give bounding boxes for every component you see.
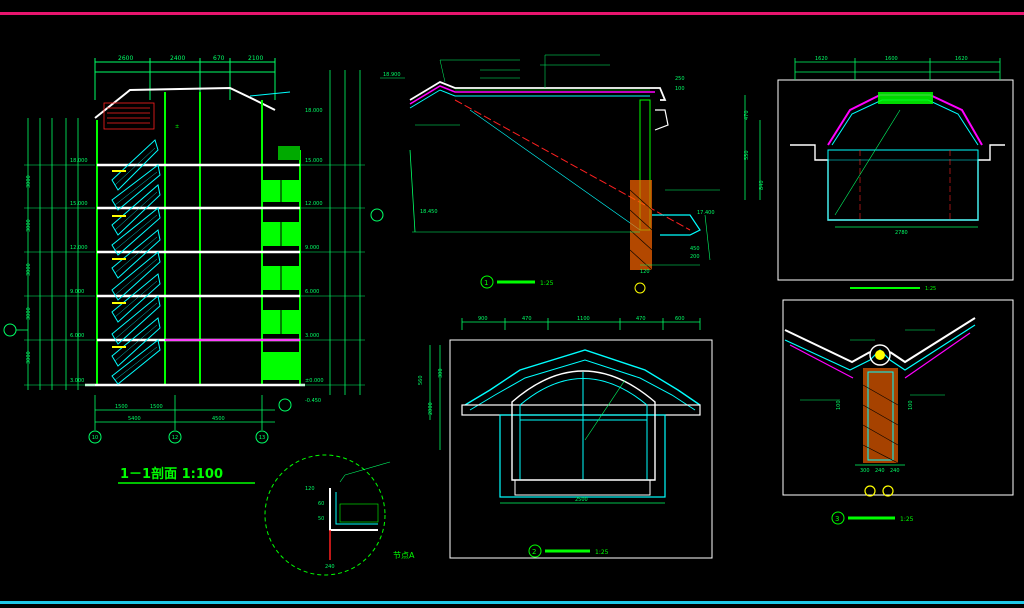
section-stair-flights [111,139,161,385]
detail-2-bottom-dim: 2500 [575,497,588,503]
detail-2-scale: 1:25 [595,549,609,556]
node-a-dim-1: 120 [305,486,315,492]
detail-2-top-dim-2: 470 [522,316,532,322]
tr-bottom-dim: 2780 [895,230,908,236]
tr-top-dim-2: 1600 [885,56,898,62]
section-title: 1－1剖面 1:100 [120,466,223,482]
detail-2-side-dim-2: 300 [438,368,444,378]
detail-2-caption-bubble [528,544,542,558]
detail-2-side-dim-3: 560 [418,375,424,385]
section-top-dim-2: 2400 [170,55,185,62]
section-bottom-dim-3: 5400 [128,416,141,422]
left-level-1: 18.000 [70,158,88,164]
detail-top-right-section: 1620 1600 1620 2780 470 550 840 [744,56,1014,292]
detail-1-dim-5: 120 [640,269,650,275]
axis-bubble-2: 12 [172,435,178,441]
detail-2-caption-num: 2 [532,548,536,556]
section-left-dimensions [27,118,79,390]
tr-side-dim-2: 550 [744,150,750,160]
detail-2-top-dim-5: 600 [675,316,685,322]
left-level-4: 9.000 [70,289,84,295]
left-side-dim-1: 3000 [26,175,32,188]
right-level-3: 12.000 [305,201,323,207]
section-right-dimensions [329,70,361,395]
right-level-1: 18.000 [305,108,323,114]
left-level-2: 15.000 [70,201,88,207]
right-axis-bubble [370,208,384,222]
frame-bottom-line [0,601,1024,604]
right-level-8: -0.450 [305,398,321,404]
right-level-5: 6.000 [305,289,319,295]
node-a-label: 节点A [393,551,415,560]
detail-3-dim-3: 100 [836,400,842,410]
tr-top-dim-1: 1620 [815,56,828,62]
detail-3-dim-1: 300 [860,468,870,474]
detail-3-ridge: 300 240 100 100 240 3 1:25 [782,299,1014,525]
right-level-7: ±0.000 [305,378,324,384]
svg-text:±: ± [175,124,179,130]
roof-red-note [103,102,155,130]
detail-1-dim-3: 450 [690,246,700,252]
left-axis-bubble [3,323,17,337]
left-side-dim-4: 3000 [26,307,32,320]
axis-bubble-3: 13 [259,435,265,441]
detail-1-scale: 1:25 [540,280,554,287]
detail-1-level-1: 18.900 [383,72,401,78]
detail-2-top-dim-1: 900 [478,316,488,322]
detail-1-level-2: 18.450 [420,209,438,215]
detail-node-a: 120 60 50 240 节点A [264,454,415,576]
left-level-3: 12.000 [70,245,88,251]
node-a-circle [264,454,386,576]
detail-1-dim-2: 100 [675,86,685,92]
detail-3-scale: 1:25 [900,516,914,523]
detail-3-dim-5: 240 [890,468,900,474]
section-top-dim-3: 670 [213,55,225,62]
section-axis-bubbles [88,430,269,444]
detail-1-caption-num: 1 [484,279,488,287]
tr-side-dim-3: 840 [759,180,765,190]
detail-3-caption-bubble [831,511,845,525]
section-bottom-dimension [94,395,275,430]
right-level-2: 15.000 [305,158,323,164]
detail-3-dim-2: 240 [875,468,885,474]
section-bottom-dim-4: 4500 [212,416,225,422]
detail-1-eave: 250 100 450 200 120 18.900 18.450 17.400… [380,54,720,294]
right-level-6: 3.000 [305,333,319,339]
tr-side-dim-1: 470 [744,110,750,120]
section-top-dimension [94,58,276,100]
section-top-dim-1: 2600 [118,55,133,62]
left-level-6: 3.000 [70,378,84,384]
left-side-dim-3: 3000 [26,263,32,276]
detail-2-dormer: 900 470 1100 470 600 2500 200 [418,316,713,559]
node-a-dim-4: 240 [325,564,335,570]
section-1-1-drawing: 2600 2400 670 2100 [3,55,384,484]
detail-1-caption-bubble [480,275,494,289]
left-side-dim-5: 3000 [26,351,32,364]
left-level-5: 6.000 [70,333,84,339]
tr-top-dim-3: 1620 [955,56,968,62]
section-top-dim-4: 2100 [248,55,263,62]
detail-1-dim-4: 200 [690,254,700,260]
node-a-dim-3: 50 [318,516,324,522]
right-level-4: 9.000 [305,245,319,251]
detail-2-side-dim-1: 2000 [428,402,434,415]
detail-2-top-dim-4: 470 [636,316,646,322]
frame-top-line [0,12,1024,15]
tr-scale: 1:25 [925,286,936,292]
left-side-dim-2: 3000 [26,219,32,232]
section-bottom-dim-1: 1500 [115,404,128,410]
detail-3-caption-num: 3 [835,515,839,523]
detail-1-level-3: 17.400 [697,210,715,216]
detail-3-dim-4: 100 [908,400,914,410]
node-a-dim-2: 60 [318,501,324,507]
detail-1-dim-1: 250 [675,76,685,82]
detail-2-top-dim-3: 1100 [577,316,590,322]
axis-bubble-1: 10 [92,435,98,441]
section-bottom-dim-2: 1500 [150,404,163,410]
